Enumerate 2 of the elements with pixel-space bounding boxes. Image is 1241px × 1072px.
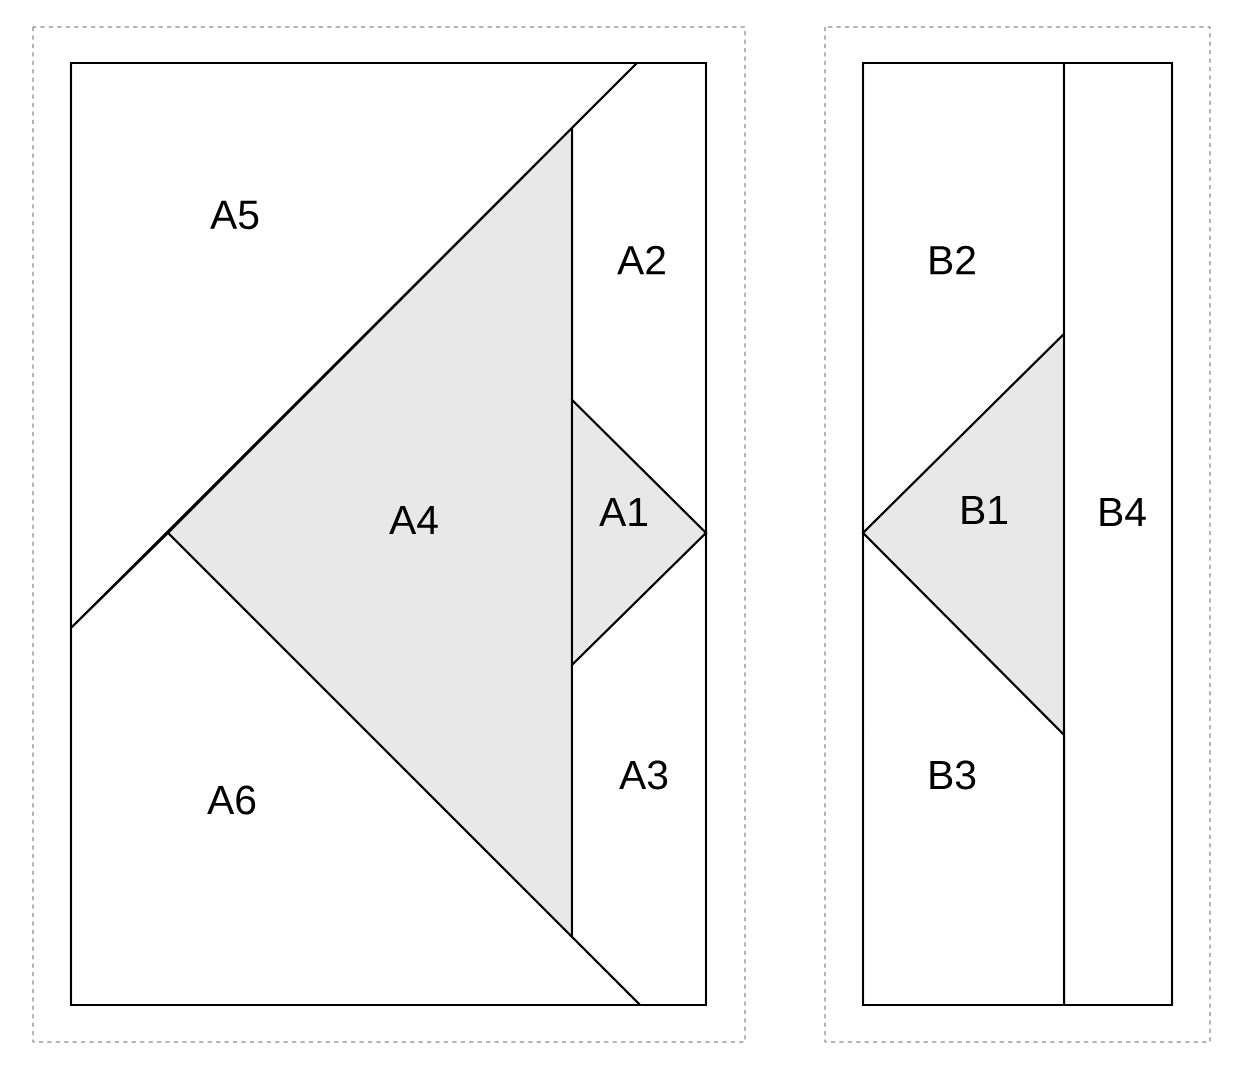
pattern-piece: A3 <box>570 530 708 1007</box>
pattern-piece: B4 <box>1062 61 1174 1007</box>
